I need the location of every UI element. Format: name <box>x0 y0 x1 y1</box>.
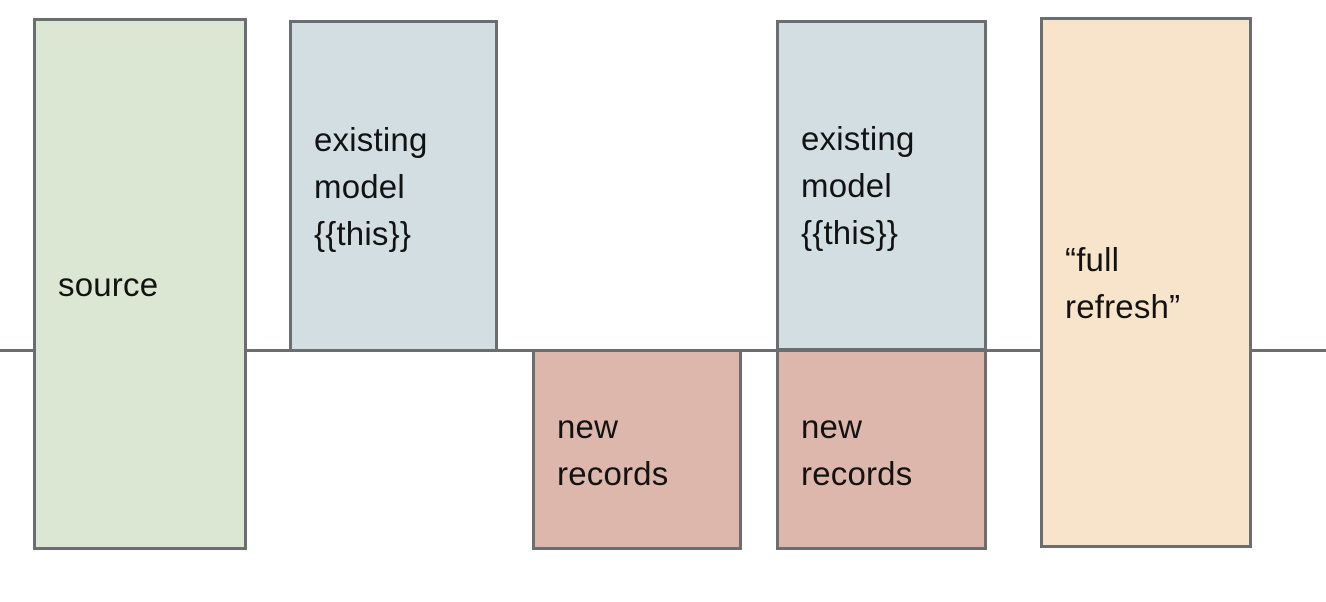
full-refresh-label-line2: refresh” <box>1065 287 1181 325</box>
existing-model-label-line3: {{this}} <box>801 214 899 251</box>
full-refresh-box: “full refresh” <box>1040 17 1252 548</box>
new-records-label-line2: records <box>557 454 669 492</box>
new-records-label-line1: new <box>557 407 619 445</box>
existing-model-label-line2: model <box>314 167 405 205</box>
existing-model-box-right: existing model {{this}} <box>776 20 987 351</box>
new-records-box-right: new records <box>776 349 987 550</box>
new-records-label-line2: records <box>801 454 913 492</box>
new-records-label-line1: new <box>801 407 863 445</box>
existing-model-label-line2: model <box>801 167 892 204</box>
source-label: source <box>58 265 159 303</box>
existing-model-label-line3: {{this}} <box>314 214 412 252</box>
existing-model-label-line1: existing <box>314 120 428 158</box>
existing-model-box-left: existing model {{this}} <box>289 20 498 352</box>
source-box: source <box>33 18 247 550</box>
full-refresh-label-line1: “full <box>1065 240 1120 278</box>
existing-model-label-line1: existing <box>801 120 915 157</box>
new-records-box-left: new records <box>532 349 742 550</box>
